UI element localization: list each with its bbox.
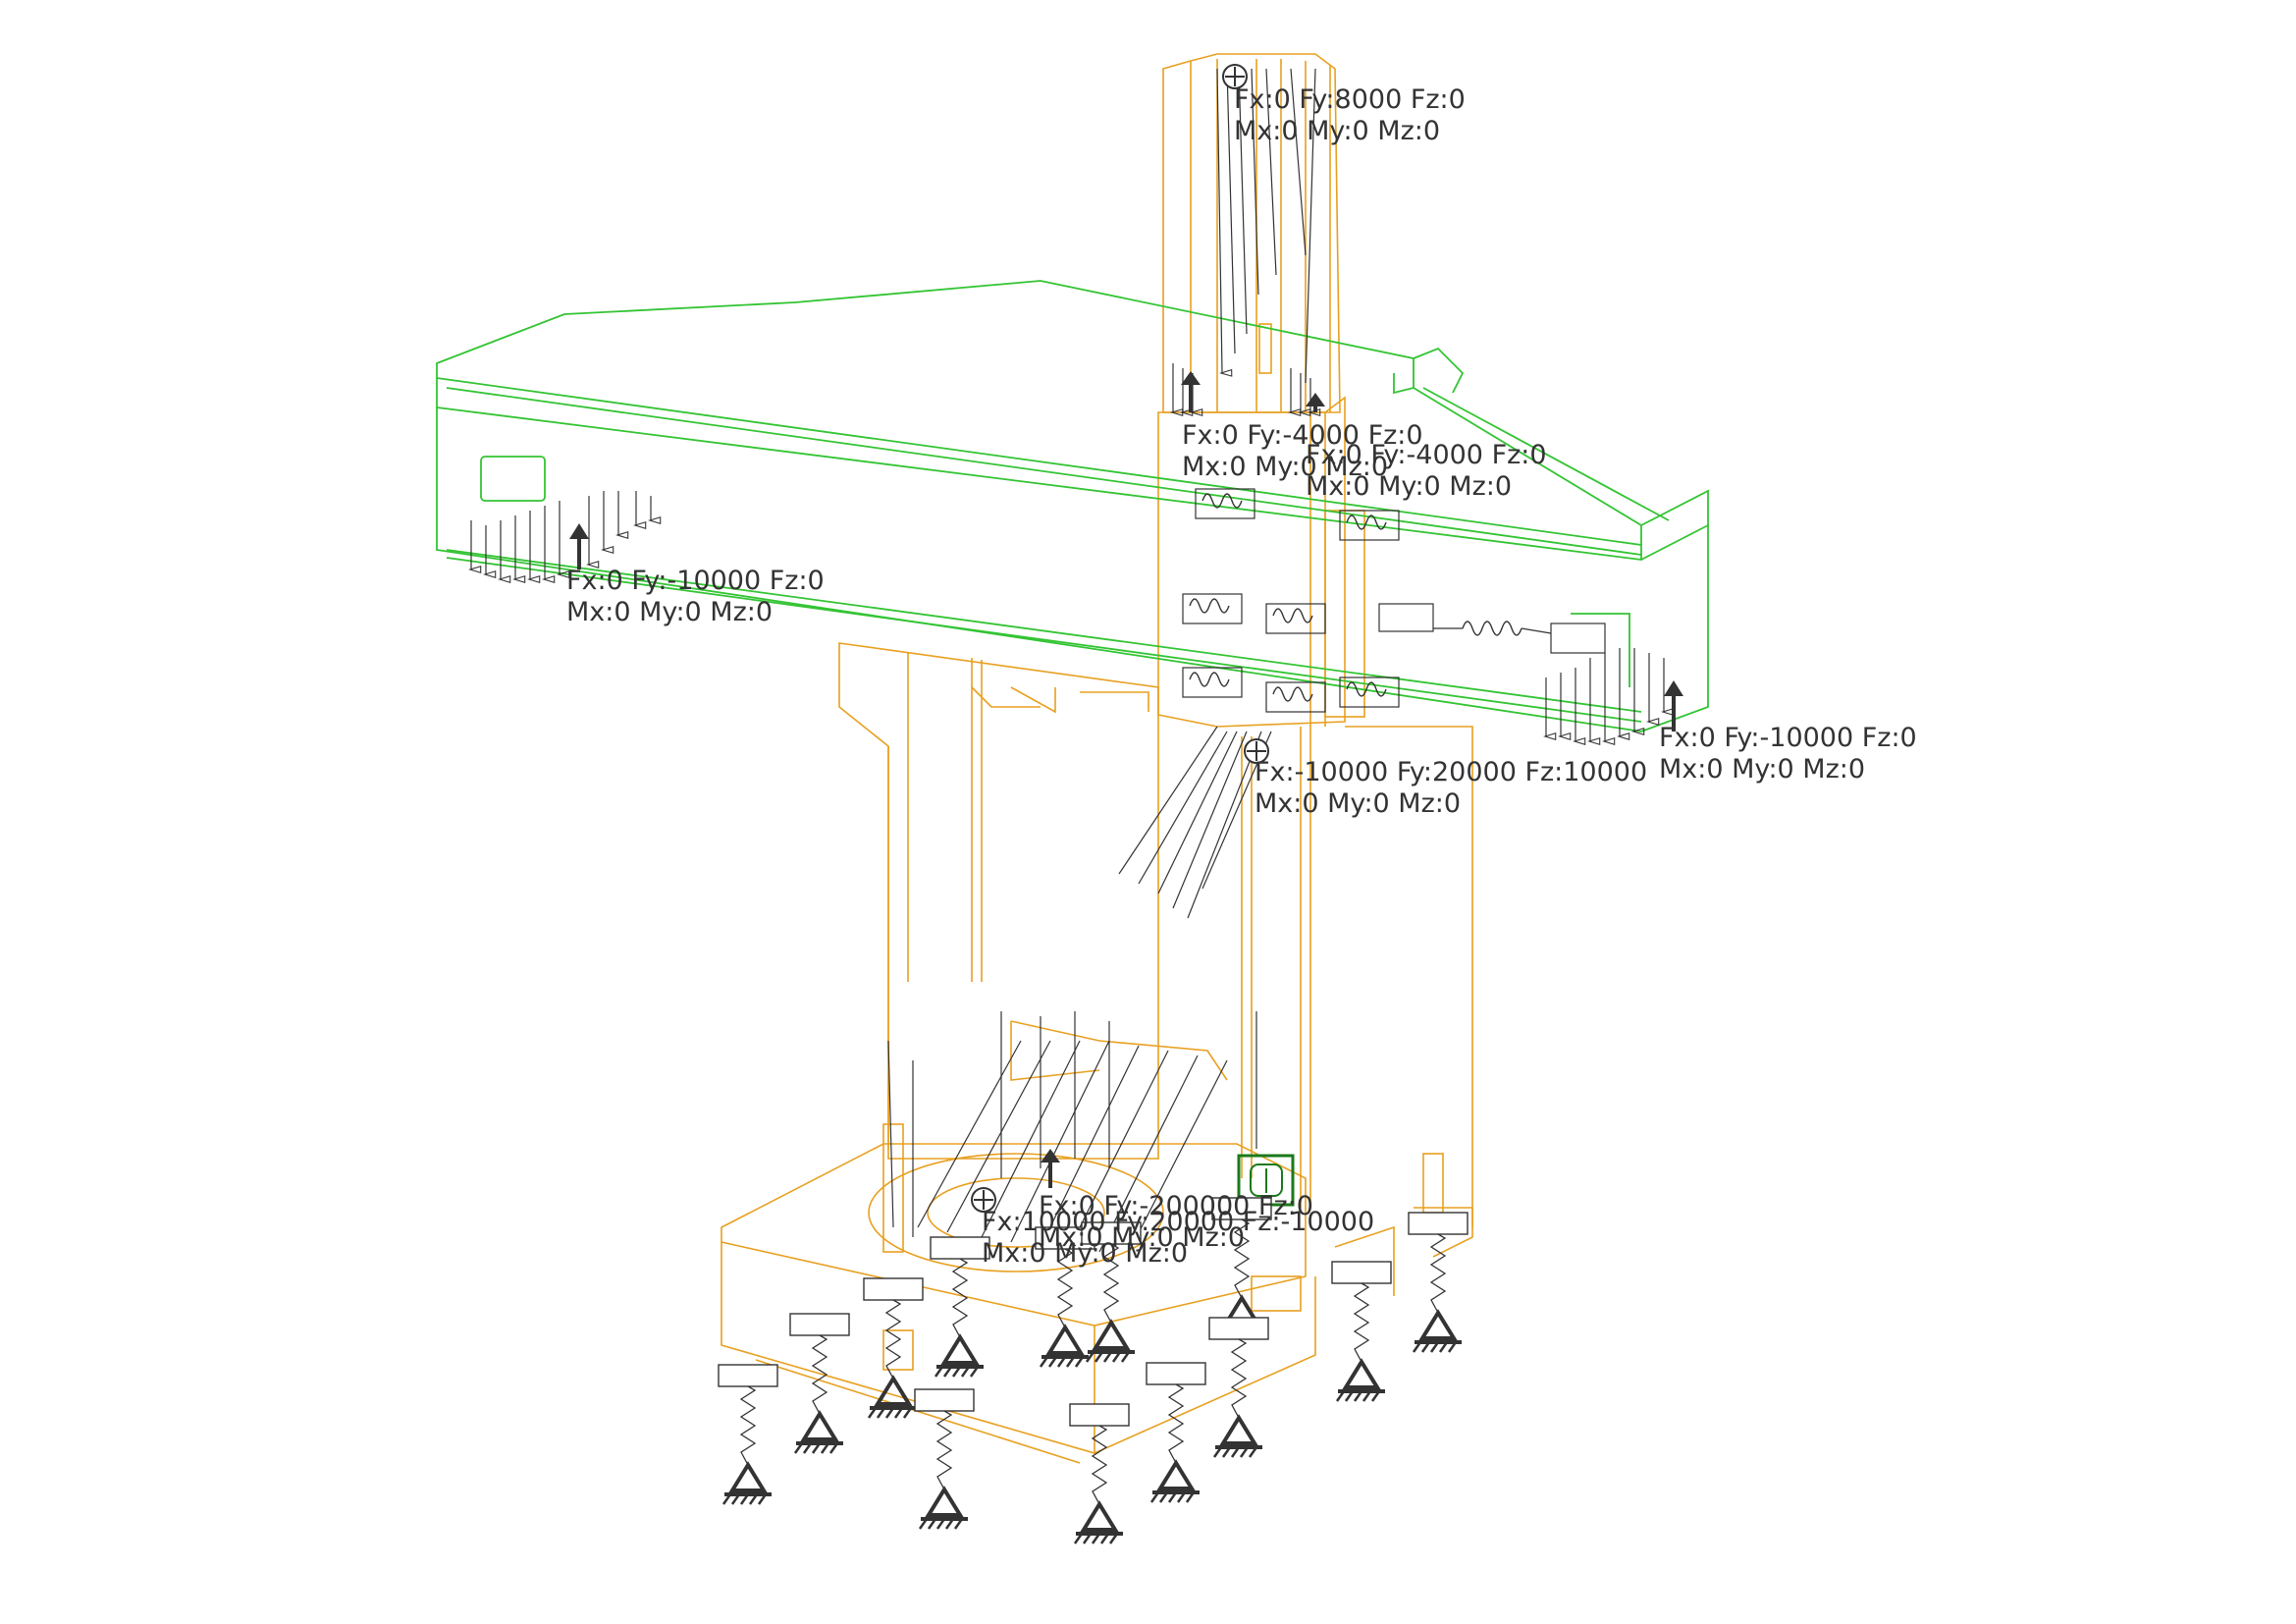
rail-spring — [1265, 603, 1326, 634]
force-arrow-icon — [1306, 393, 1325, 412]
load-label-beam-left-moment: Mx:0 My:0 Mz:0 — [566, 597, 773, 627]
rail-spring — [1182, 593, 1243, 624]
force-bundle-beam-left — [468, 491, 662, 583]
load-points — [971, 64, 1269, 1213]
spring-support-icon — [930, 1236, 990, 1378]
load-labels: Fx:0 Fy:8000 Fz:0 Mx:0 My:0 Mz:0 Fx:0 Fy… — [566, 84, 1917, 1269]
load-label-top-moment: Mx:0 My:0 Mz:0 — [1234, 116, 1440, 146]
force-bundle-carriage — [1170, 363, 1321, 416]
fixed-support-icon — [874, 1375, 913, 1406]
fixed-support-icon — [1418, 1309, 1458, 1340]
machine-base — [721, 1020, 1473, 1464]
spring-support-icon — [1081, 1221, 1142, 1363]
fixed-support-icon — [800, 1410, 839, 1441]
load-point-icon — [1244, 738, 1269, 764]
force-arrows — [468, 68, 1683, 1253]
fixed-support-icon — [728, 1461, 768, 1492]
spring-support-icon — [1208, 1317, 1269, 1458]
fixed-support-icon — [1219, 1414, 1258, 1445]
load-label-table-moment: Mx:0 My:0 Mz:0 — [1039, 1222, 1245, 1253]
load-label-top-force: Fx:0 Fy:8000 Fz:0 — [1234, 84, 1466, 115]
spring-support-icon — [863, 1277, 924, 1419]
load-label-table-force: Fx:0 Fy:-200000 Fz:0 — [1039, 1191, 1313, 1221]
rail-spring — [1339, 677, 1400, 708]
force-bundle-spindle — [1118, 726, 1272, 919]
fixed-support-icon — [1045, 1324, 1085, 1355]
rail-spring — [1265, 681, 1326, 713]
fixed-support-icon — [1080, 1500, 1119, 1532]
force-arrow-icon — [1181, 371, 1201, 412]
spring-support-icon — [789, 1313, 850, 1454]
force-bundle-beam-right — [1543, 648, 1675, 745]
load-label-spindle-force: Fx:-10000 Fy:20000 Fz:10000 — [1255, 757, 1647, 787]
load-label-beam-left-force: Fx:0 Fy:-10000 Fz:0 — [566, 566, 825, 596]
load-label-table2-force: Fx:10000 Fy:20000 Fz:-10000 — [982, 1207, 1374, 1237]
spring-support-icon — [1408, 1212, 1468, 1353]
fixed-support-icon — [1342, 1358, 1381, 1389]
spring-support-icon — [718, 1364, 778, 1505]
force-bundle-top — [1216, 68, 1316, 384]
fixed-support-icon — [1092, 1319, 1131, 1350]
load-label-beam-right-force: Fx:0 Fy:-10000 Fz:0 — [1659, 723, 1917, 753]
load-label-spindle-moment: Mx:0 My:0 Mz:0 — [1255, 788, 1461, 819]
force-bundle-table — [887, 1011, 1257, 1253]
rail-spring — [1339, 510, 1400, 541]
load-label-beam-right-moment: Mx:0 My:0 Mz:0 — [1659, 754, 1865, 785]
load-point-icon — [971, 1187, 996, 1213]
load-label-carriage-left-moment: Mx:0 My:0 Mz:0 — [1182, 452, 1388, 482]
fixed-support-icon — [1156, 1459, 1196, 1490]
fixed-support-icon — [925, 1486, 964, 1517]
spring-support-icon — [914, 1388, 975, 1530]
rail-spring — [1195, 488, 1255, 519]
force-arrow-icon — [1664, 680, 1683, 731]
load-label-table2-moment: Mx:0 My:0 Mz:0 — [982, 1238, 1188, 1269]
force-arrow-icon — [569, 523, 589, 569]
vertical-ram — [1162, 53, 1341, 413]
column — [838, 642, 1473, 1258]
spring-support-icon — [1331, 1261, 1392, 1402]
load-label-carriage-left-force: Fx:0 Fy:-4000 Fz:0 — [1182, 420, 1423, 451]
spring-support-icon — [1146, 1362, 1206, 1503]
load-label-carriage-right-moment: Mx:0 My:0 Mz:0 — [1306, 471, 1512, 502]
machine-structure — [721, 53, 1473, 1464]
rail-spring — [1378, 603, 1606, 654]
spring-support-icon — [1035, 1226, 1095, 1368]
rail-spring — [1182, 667, 1243, 698]
spring-supports — [718, 1197, 1468, 1544]
force-arrow-icon — [1041, 1149, 1060, 1188]
cross-beam — [436, 280, 1709, 732]
spring-support-icon — [1069, 1403, 1130, 1544]
guide-rails — [1182, 488, 1606, 713]
fixed-support-icon — [940, 1333, 980, 1365]
load-label-carriage-right-force: Fx:0 Fy:-4000 Fz:0 — [1306, 440, 1547, 470]
load-point-icon — [1222, 64, 1248, 89]
